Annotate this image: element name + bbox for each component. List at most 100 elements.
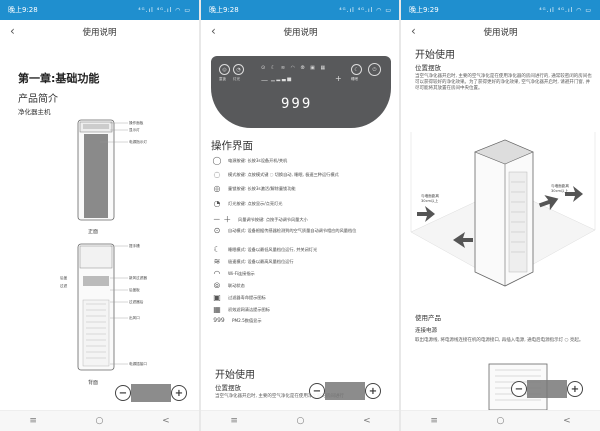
sleep-label: 睡眠 <box>351 77 358 81</box>
wall-distance-left: 与墙面距离 30cm以上 <box>421 194 439 203</box>
purifier-back-illustration <box>77 243 128 371</box>
home-icon[interactable]: ○ <box>296 416 305 426</box>
chapter-title: 第一章:基础功能 <box>18 72 100 85</box>
list-item: ≋极速模式: 设备以最高风量档位运行 <box>211 257 396 266</box>
status-icons: ⁴ᴳ.ıl ⁴ᴳ.ıl ◠ ▭ <box>138 6 191 14</box>
subsection-title: 净化器主机 <box>18 108 51 116</box>
sleep-button-icon: ☾ <box>351 64 362 75</box>
nav-back-icon[interactable]: < <box>162 416 170 426</box>
status-time: 晚上9:28 <box>209 6 239 14</box>
wall-distance-right: 与墙面距离 30cm以上 <box>551 184 569 193</box>
fan-speed-icon: － ＋ <box>212 215 232 224</box>
list-item: ⊙自动模式: 设备根据传感器检测到的空气质量自动调节相应的风量档位 <box>211 226 396 235</box>
nav-back-icon[interactable]: < <box>363 416 371 426</box>
status-icons: ⁴ᴳ.ıl ⁴ᴳ.ıl ◠ ▭ <box>339 6 392 14</box>
pm-display: 999 <box>281 96 313 112</box>
nav-bar: ≡ ○ < <box>0 410 199 431</box>
pm-digits-icon: 999 <box>213 317 225 324</box>
auto-icon: ⊙ <box>213 226 221 235</box>
menu-icon[interactable]: ≡ <box>230 416 238 426</box>
section-title-start: 开始使用 <box>215 370 255 381</box>
label-back-cover: 后盖板 <box>129 288 140 292</box>
label-power-light: 电源指示灯 <box>129 140 147 144</box>
zoom-control: − + <box>309 382 381 400</box>
list-item: ◔灯光按键: 点按显示/点亮灯光 <box>211 199 396 208</box>
label-rear-left: 后盖 <box>60 276 68 280</box>
chevron-left-icon[interactable]: ‹ <box>10 24 15 38</box>
title-bar: ‹ 使用说明 <box>0 20 199 44</box>
label-handle: 提手槽 <box>129 244 140 248</box>
placement-text: 当空气净化器开启时, 主要的空气净化是在使用净化器的房间进行的, 通常较密闭的房… <box>415 74 592 92</box>
panel-1: 晚上9:28 ⁴ᴳ.ıl ⁴ᴳ.ıl ◠ ▭ ‹ 使用说明 第一章:基础功能 产… <box>0 0 199 431</box>
section-title: 产品简介 <box>18 94 58 105</box>
zoom-out-icon[interactable]: − <box>115 385 131 401</box>
list-item: ◠Wi-Fi连接指示 <box>211 269 396 278</box>
label-fresh-air-filter: 新风过滤器 <box>129 276 147 280</box>
subsection-placement: 位置摆放 <box>415 64 441 72</box>
lock-icon: ◎ <box>213 184 221 193</box>
filter-clean-icon: ▦ <box>213 305 221 314</box>
home-icon[interactable]: ○ <box>496 416 505 426</box>
power-text: 取出电源线, 将电源线连接在机的电源接口, 再插入电源, 通电后电源指示灯 ○ … <box>415 338 584 343</box>
power-icon: ◯ <box>212 156 222 165</box>
sleep-icon: ☾ <box>213 245 221 254</box>
zoom-in-icon[interactable]: + <box>171 385 187 401</box>
child-lock-label: 童锁 <box>219 77 226 81</box>
zoom-control: − + <box>511 380 583 398</box>
purifier-placement-illustration <box>410 132 596 287</box>
list-item: ◌模式按键: 点按模式键 ◌ 切换自动, 睡眠, 极速三种运行模式 <box>211 170 396 179</box>
zoom-out-icon[interactable]: − <box>309 383 325 399</box>
label-display-light: 显示灯 <box>129 128 140 132</box>
list-item: ⦾联动状态 <box>211 281 396 291</box>
content[interactable]: 第一章:基础功能 产品简介 净化器主机 操作面板 显示灯 电源指示灯 正面 <box>0 44 199 410</box>
status-icon-row: ⊙ ☾ ≋ ◠ ⦾ ▣ ▦ <box>261 65 328 71</box>
chevron-left-icon[interactable]: ‹ <box>211 24 216 38</box>
zoom-control: − + <box>115 384 187 402</box>
list-item: ▦初效滤网清洁提示图标 <box>211 305 396 314</box>
light-button-icon: ◔ <box>233 64 244 75</box>
label-filter-back: 过滤器后 <box>129 300 144 304</box>
content[interactable]: 开始使用 位置摆放 当空气净化器开启时, 主要的空气净化是在使用净化器的房间进行… <box>401 44 600 410</box>
menu-icon[interactable]: ≡ <box>430 416 438 426</box>
mode-icon: ◌ <box>213 170 221 179</box>
status-time: 晚上9:28 <box>8 6 38 14</box>
section-title-start: 开始使用 <box>415 50 455 61</box>
zoom-track[interactable] <box>527 380 567 398</box>
list-item: ◎童锁按键: 长按3s激活/解除童锁功能 <box>211 184 396 193</box>
nav-bar: ≡ ○ < <box>201 410 400 431</box>
caption-front: 正面 <box>88 229 99 235</box>
zoom-track[interactable] <box>325 382 365 400</box>
label-air-outlet: 出风口 <box>129 316 140 320</box>
nav-bar: ≡ ○ < <box>401 410 600 431</box>
fan-minus-icon: — <box>261 76 268 84</box>
content[interactable]: ◎ ◔ 童锁 灯光 ☾ 睡眠 ⏻ ⊙ ☾ ≋ ◠ ⦾ ▣ ▦ — ▁ ▂ ▃ ▅… <box>201 44 400 410</box>
page-title: 使用说明 <box>283 28 318 38</box>
caption-back: 背面 <box>88 380 99 386</box>
zoom-in-icon[interactable]: + <box>365 383 381 399</box>
placement-text: 当空气净化器开启时, 主要的空气净化是在使用净化器的房间进行 <box>215 394 344 399</box>
filter-icon: ▣ <box>213 293 221 302</box>
child-lock-button-icon: ◎ <box>219 64 230 75</box>
control-panel-illustration: ◎ ◔ 童锁 灯光 ☾ 睡眠 ⏻ ⊙ ☾ ≋ ◠ ⦾ ▣ ▦ — ▁ ▂ ▃ ▅… <box>211 56 391 128</box>
list-item: ▣过滤器寿命提示图标 <box>211 293 396 302</box>
zoom-in-icon[interactable]: + <box>567 381 583 397</box>
nav-back-icon[interactable]: < <box>563 416 571 426</box>
page-title: 使用说明 <box>483 28 518 38</box>
panel-2: 晚上9:28 ⁴ᴳ.ıl ⁴ᴳ.ıl ◠ ▭ ‹ 使用说明 ◎ ◔ 童锁 灯光 … <box>201 0 400 431</box>
light-label: 灯光 <box>233 77 240 81</box>
label-control-panel: 操作面板 <box>129 121 144 125</box>
page-title: 使用说明 <box>82 28 117 38</box>
home-icon[interactable]: ○ <box>95 416 104 426</box>
status-bar: 晚上9:28 ⁴ᴳ.ıl ⁴ᴳ.ıl ◠ ▭ <box>201 0 400 20</box>
panel-3: 晚上9:29 ⁴ᴳ.ıl ⁴ᴳ.ıl ◠ ▭ ‹ 使用说明 开始使用 位置摆放 … <box>401 0 600 431</box>
menu-icon[interactable]: ≡ <box>29 416 37 426</box>
chevron-left-icon[interactable]: ‹ <box>411 24 416 38</box>
title-bar: ‹ 使用说明 <box>401 20 600 44</box>
zoom-track[interactable] <box>131 384 171 402</box>
zoom-out-icon[interactable]: − <box>511 381 527 397</box>
status-bar: 晚上9:29 ⁴ᴳ.ıl ⁴ᴳ.ıl ◠ ▭ <box>401 0 600 20</box>
wifi-icon: ◠ <box>213 269 221 278</box>
purifier-front-illustration <box>77 119 128 221</box>
subsection-placement: 位置摆放 <box>215 384 241 392</box>
